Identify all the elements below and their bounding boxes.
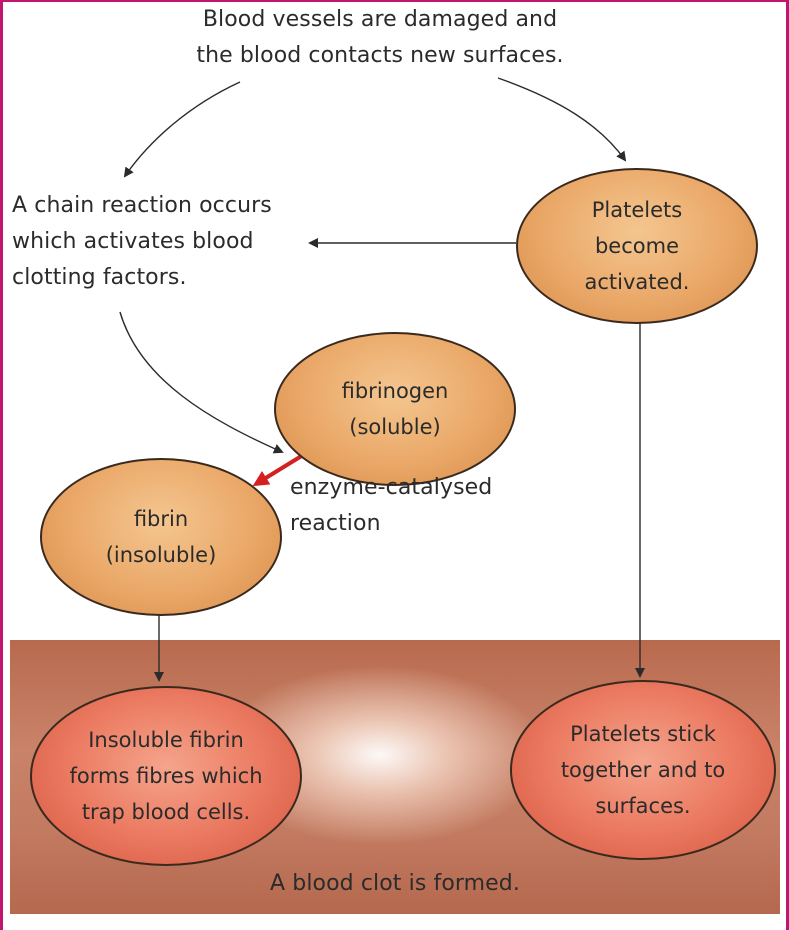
platelets-stick-node: Platelets stick together and to surfaces…: [510, 680, 776, 860]
top-line-2: the blood contacts new surfaces.: [196, 43, 564, 68]
arrow-fibrinogen-to-fibrin: [252, 450, 310, 487]
platelets-line-1: Platelets: [591, 198, 683, 222]
blood-clot-formed-label: A blood clot is formed.: [200, 866, 590, 902]
arrow-chain-to-reaction: [119, 311, 284, 454]
blood-vessels-damaged-text: Blood vessels are damaged and the blood …: [150, 2, 610, 74]
arrow-to-chain-reaction: [123, 81, 241, 178]
enzyme-reaction-label: enzyme-catalysed reaction: [290, 470, 550, 542]
top-line-1: Blood vessels are damaged and: [202, 7, 558, 32]
trap-line-3: trap blood cells.: [81, 800, 251, 824]
frame-left-edge: [0, 0, 3, 930]
chain-line-2: which activates blood: [12, 229, 254, 254]
fibres-trap-cells-node: Insoluble fibrin forms fibres which trap…: [30, 686, 302, 866]
trap-line-2: forms fibres which: [69, 764, 263, 788]
enzyme-line-1: enzyme-catalysed: [290, 475, 493, 500]
chain-reaction-text: A chain reaction occurs which activates …: [12, 188, 332, 296]
fibrin-node: fibrin (insoluble): [40, 458, 282, 616]
frame-right-edge: [786, 0, 789, 930]
clot-label: A blood clot is formed.: [270, 871, 520, 896]
fibrin-line-1: fibrin: [133, 507, 189, 531]
arrow-to-platelets: [497, 77, 627, 162]
stick-line-3: surfaces.: [595, 794, 691, 818]
stick-line-2: together and to: [560, 758, 726, 782]
fibrin-line-2: (insoluble): [105, 543, 217, 567]
frame-top-edge: [0, 0, 789, 2]
platelets-line-2: become: [594, 234, 679, 258]
fibrinogen-node: fibrinogen (soluble): [274, 332, 516, 486]
trap-line-1: Insoluble fibrin: [88, 728, 244, 752]
stick-line-1: Platelets stick: [570, 722, 716, 746]
chain-line-3: clotting factors.: [12, 265, 187, 290]
chain-line-1: A chain reaction occurs: [12, 193, 272, 218]
platelets-line-3: activated.: [584, 270, 690, 294]
enzyme-line-2: reaction: [290, 511, 381, 536]
fibrinogen-line-1: fibrinogen: [341, 379, 449, 403]
fibrinogen-line-2: (soluble): [349, 415, 441, 439]
platelets-activated-node: Platelets become activated.: [516, 168, 758, 324]
